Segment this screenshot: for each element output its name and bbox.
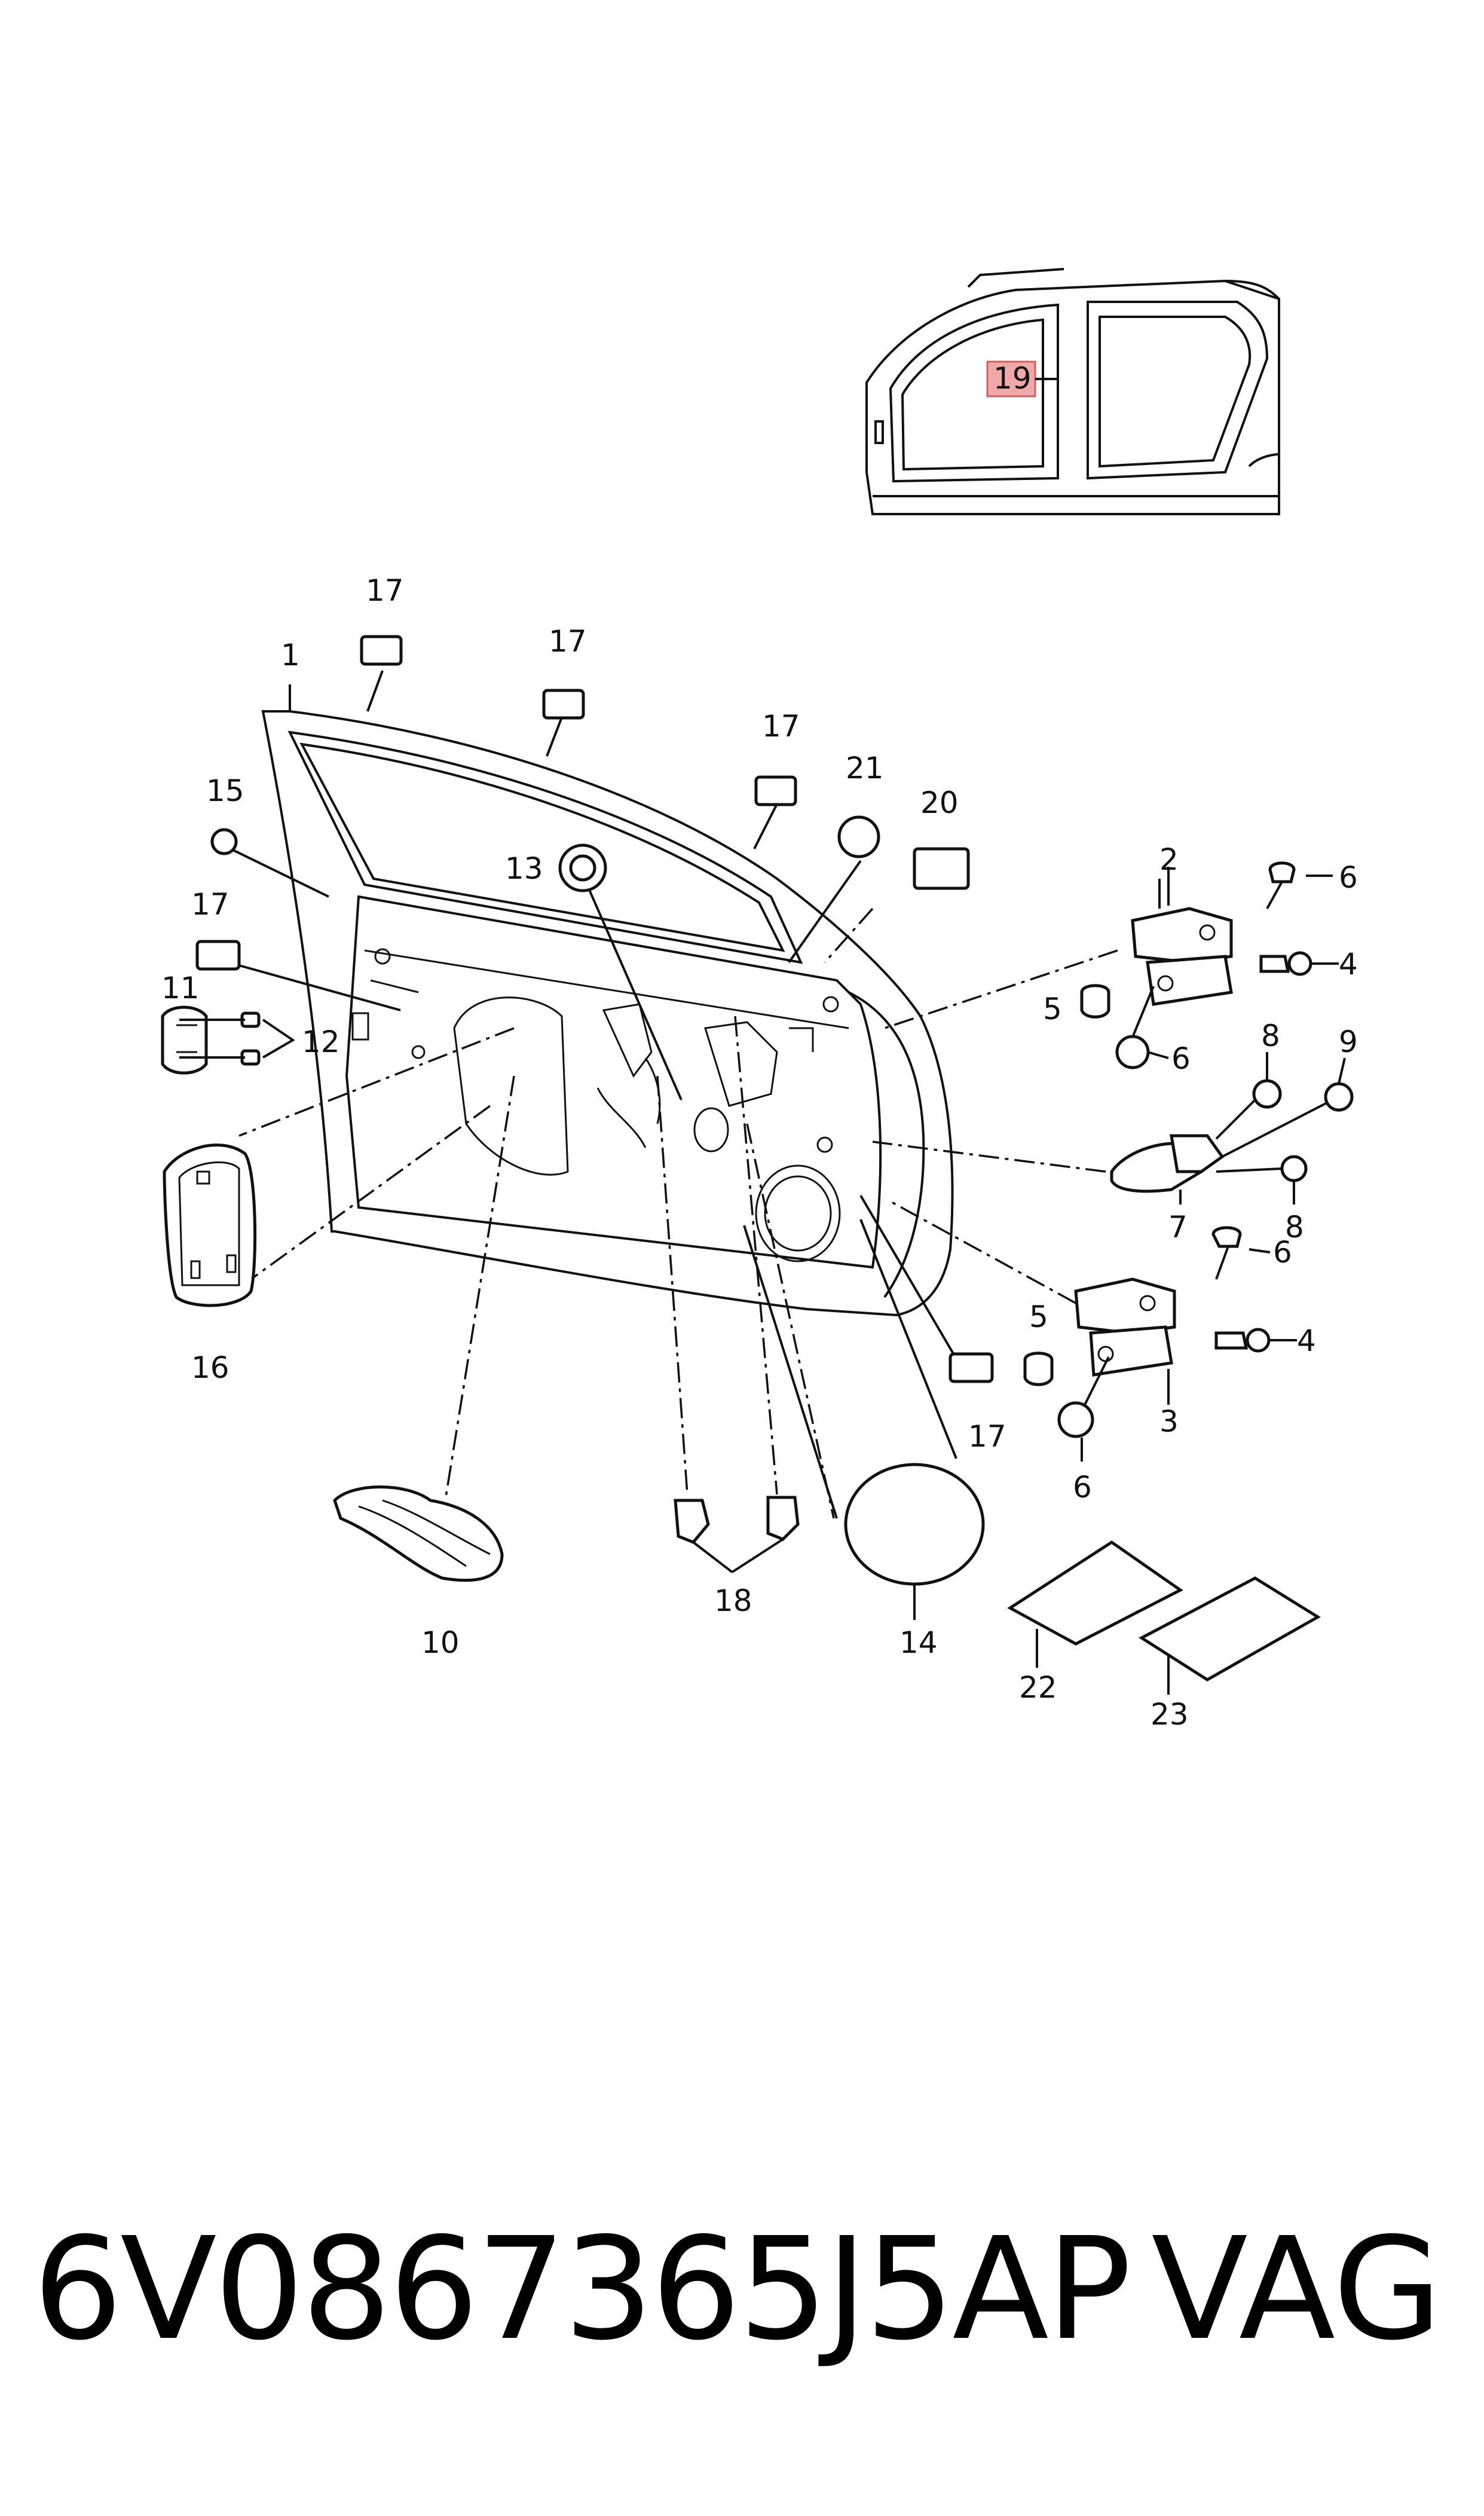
callout-17d: 17: [191, 887, 230, 922]
callout-17b: 17: [549, 624, 587, 659]
car-body-inset: 19: [865, 268, 1280, 515]
callout-7: 7: [1168, 1210, 1188, 1245]
callout-8a: 8: [1261, 1019, 1280, 1053]
door-check-7: [1110, 1134, 1225, 1204]
callout-17e: 17: [968, 1419, 1006, 1454]
callout-12: 12: [302, 1025, 340, 1059]
callout-18: 18: [714, 1583, 752, 1618]
bump-stop-5b: [1023, 1352, 1054, 1386]
mat-23: [1139, 1576, 1321, 1682]
callout-5a: 5: [1043, 992, 1062, 1026]
part-number: 6V0867365J5AP: [33, 2207, 1131, 2371]
clips-18: [674, 1496, 800, 1573]
callout-6c: 6: [1273, 1235, 1292, 1270]
callout-2: 2: [1159, 842, 1179, 877]
bump-stop-5a: [1080, 984, 1110, 1019]
bolt-6d: [1057, 1401, 1094, 1438]
callout-1: 1: [281, 638, 300, 672]
striker-11: [161, 1005, 295, 1075]
callout-5b: 5: [1029, 1300, 1048, 1334]
callout-23: 23: [1151, 1697, 1189, 1732]
callout-8b: 8: [1285, 1210, 1304, 1245]
callout-19: 19: [993, 361, 1032, 396]
pad-20: [913, 847, 970, 890]
bolt-8a: [1252, 1079, 1282, 1109]
leader-lines: [218, 670, 1161, 1519]
callout-11: 11: [161, 971, 200, 1005]
door-shell: [261, 710, 954, 1317]
bracket-10: [333, 1485, 504, 1582]
callout-14: 14: [899, 1625, 938, 1660]
cover-16: [163, 1144, 257, 1307]
brand-label: VAG: [1151, 2207, 1442, 2371]
membrane-14: [844, 1463, 985, 1586]
bolt-8b: [1280, 1155, 1308, 1182]
callout-16: 16: [191, 1350, 230, 1385]
callout-4b: 4: [1297, 1323, 1316, 1358]
pad-17-group: [195, 635, 994, 1383]
callout-9: 9: [1339, 1025, 1358, 1059]
callout-6d: 6: [1073, 1470, 1092, 1505]
callout-17a: 17: [366, 573, 404, 608]
bolt-6a: [1115, 1035, 1150, 1069]
callout-20: 20: [920, 785, 959, 820]
bolt-9: [1324, 1082, 1354, 1112]
callout-13: 13: [505, 851, 543, 886]
callout-21: 21: [846, 751, 884, 785]
callout-6a: 6: [1339, 860, 1358, 895]
callout-22: 22: [1019, 1670, 1057, 1705]
plug-21: [837, 815, 880, 858]
callout-10: 10: [421, 1625, 460, 1660]
callout-3: 3: [1159, 1404, 1179, 1439]
hinge-3: [1074, 1226, 1297, 1405]
plug-15: [210, 828, 238, 855]
callout-labels: 1 2 3 4 4 5 5 6 6 6 6 7 8 8 9 10 11 12 1…: [161, 573, 1358, 1732]
hinge-2: [1131, 861, 1339, 1006]
callout-4a: 4: [1339, 947, 1358, 982]
callout-6b: 6: [1171, 1041, 1191, 1076]
callout-15: 15: [206, 774, 244, 808]
callout-17c: 17: [762, 709, 800, 744]
mat-22: [1007, 1540, 1183, 1646]
